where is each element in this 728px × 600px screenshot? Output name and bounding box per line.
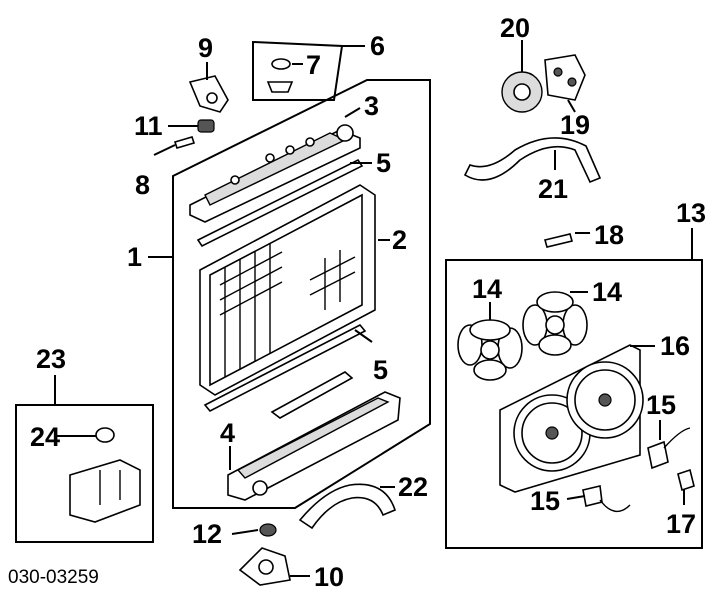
lower-hose-part [298,483,396,530]
leader-lines [55,40,685,577]
water-pump-part [544,54,586,101]
callout-7: 7 [306,50,321,80]
fan-shroud-part [499,344,644,493]
callout-5b: 5 [373,355,388,385]
lower-seal-part [203,323,367,413]
callout-11: 11 [134,111,163,141]
callout-21: 21 [538,174,568,204]
fan-clip-part [677,468,695,492]
reservoir-tank-part [69,459,141,523]
callout-24: 24 [30,422,60,452]
reservoir-cap-part [95,427,115,443]
upper-hose-part [463,137,602,184]
callout-17: 17 [666,509,696,539]
callout-3: 3 [364,91,379,121]
upper-seal-part [196,158,364,248]
callout-8: 8 [135,170,150,200]
fan-motor-upper-part [647,440,669,470]
lower-bushing-part [259,523,277,537]
lower-tank-part [227,371,401,501]
callout-15b: 15 [530,486,560,516]
radiator-cap-part [266,81,294,93]
callout-4: 4 [220,418,235,448]
callout-2: 2 [392,225,407,255]
callout-6: 6 [370,31,385,61]
upper-tank-part [189,124,361,223]
cap-gasket-part [271,58,291,70]
callout-10: 10 [314,562,344,592]
reservoir-frame [15,404,154,543]
callout-15a: 15 [646,390,676,420]
bushing-part [197,119,215,133]
callout-12: 12 [192,519,222,549]
fan-motor-lower-part [582,485,603,507]
callout-20: 20 [500,13,530,43]
callout-18: 18 [594,220,624,250]
callout-9: 9 [198,33,213,63]
callout-5a: 5 [376,148,391,178]
fan-blade-right-part [522,291,588,356]
callout-14a: 14 [472,274,502,304]
callout-22: 22 [398,472,428,502]
pad-part [173,136,196,149]
cap-kit-frame [252,40,344,101]
callout-13: 13 [676,198,706,228]
callout-16: 16 [660,331,690,361]
callout-19: 19 [560,110,590,140]
callout-14b: 14 [592,277,622,307]
fan-assembly-frame [445,259,703,549]
callout-23: 23 [36,344,66,374]
reference-code: 030-03259 [8,567,99,588]
fan-blade-left-part [457,319,523,381]
radiator-core-part [199,184,376,396]
radiator-assembly-frame [172,79,431,509]
fan-pad-part [544,233,573,248]
callout-1: 1 [127,242,142,272]
